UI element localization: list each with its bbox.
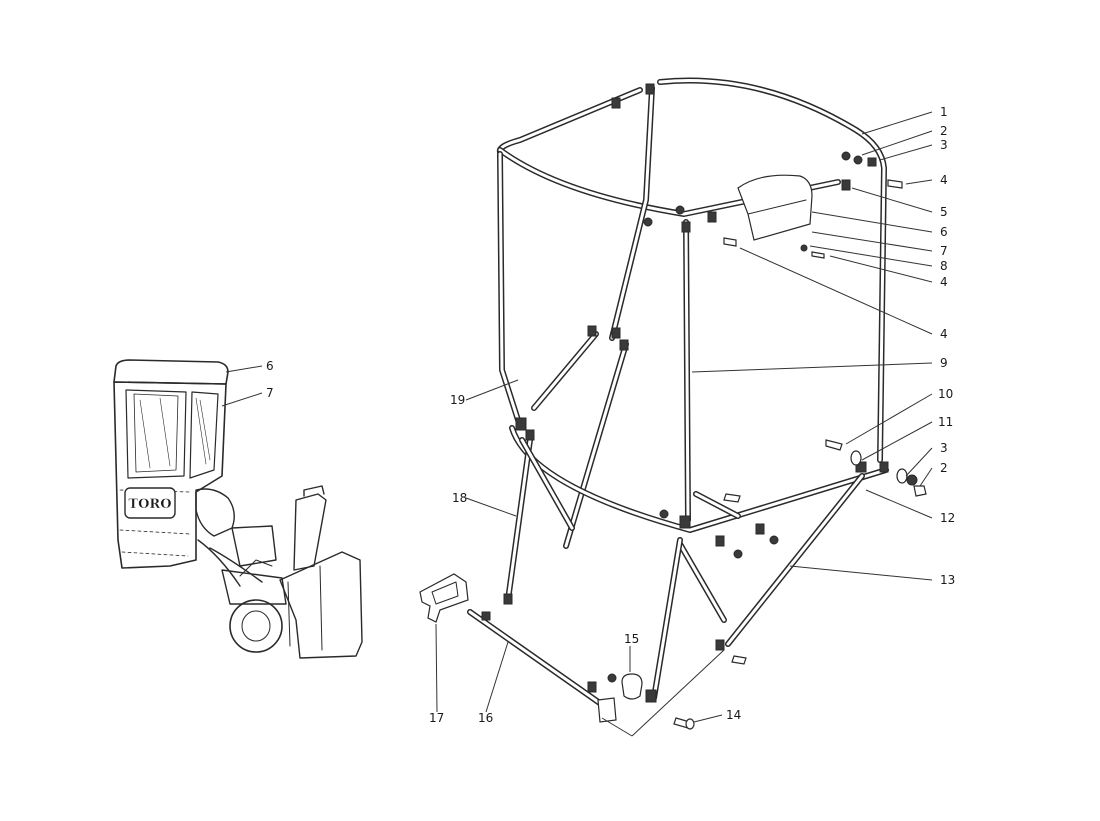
callout-14: 14 [726, 708, 741, 722]
callout-18: 18 [452, 491, 467, 505]
hardware-parts [419, 83, 927, 730]
callout-13: 13 [940, 573, 955, 587]
toro-logo-text: TORO [128, 497, 171, 512]
callout-12: 12 [940, 511, 955, 525]
callout-labels: 1 2 3 4 5 6 7 8 4 4 9 10 11 3 2 12 13 14… [266, 105, 955, 725]
callout-16: 16 [478, 711, 493, 725]
callout-8: 8 [940, 259, 948, 273]
callout-6: 6 [266, 359, 274, 373]
callout-9: 9 [940, 356, 948, 370]
callout-1: 1 [940, 105, 948, 119]
callout-15: 15 [624, 632, 639, 646]
callout-3: 3 [940, 138, 948, 152]
leader-lines [221, 111, 933, 737]
callout-7: 7 [266, 386, 274, 400]
callout-10: 10 [938, 387, 953, 401]
callout-4: 4 [940, 327, 948, 341]
callout-4: 4 [940, 173, 948, 187]
callout-2: 2 [940, 124, 948, 138]
callout-5: 5 [940, 205, 948, 219]
callout-2: 2 [940, 461, 948, 475]
cab-frame-assembly [467, 77, 889, 709]
toro-logo-plate [124, 487, 176, 519]
callout-4: 4 [940, 275, 948, 289]
callout-19: 19 [450, 393, 465, 407]
snowthrower-cab-inset: TORO [113, 359, 363, 659]
bracket-17 [419, 573, 469, 623]
callout-17: 17 [429, 711, 444, 725]
callout-11: 11 [938, 415, 953, 429]
callout-6: 6 [940, 225, 948, 239]
callout-7: 7 [940, 244, 948, 258]
callout-3: 3 [940, 441, 948, 455]
clamp-15 [621, 673, 643, 700]
